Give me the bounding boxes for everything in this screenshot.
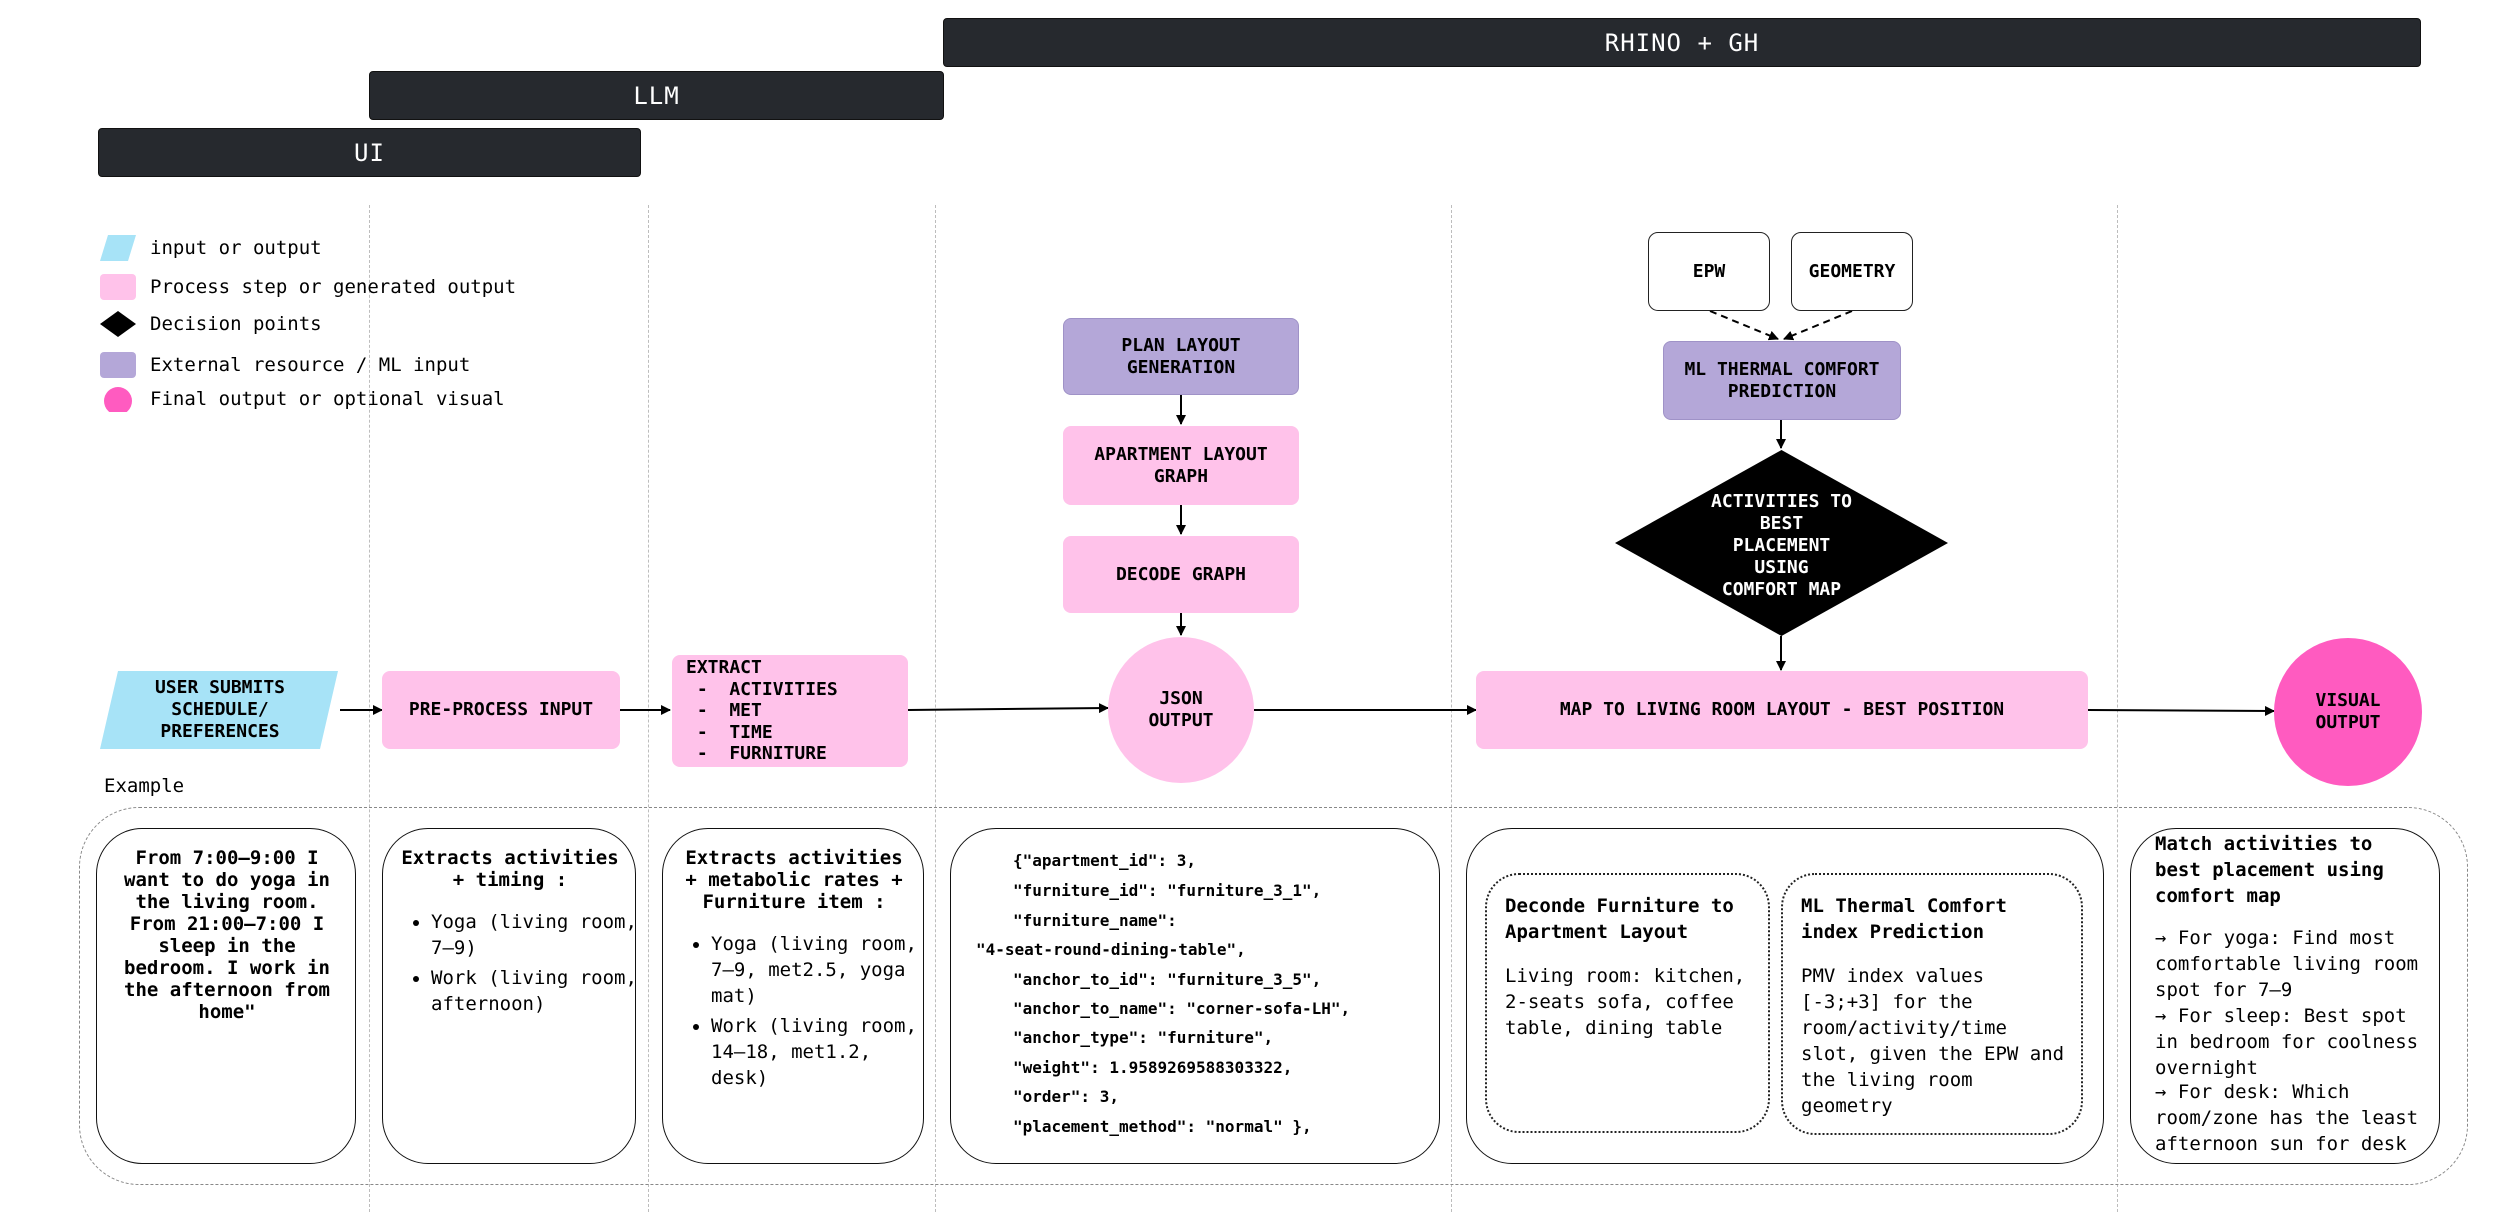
- visual-output-node: VISUAL OUTPUT: [2274, 638, 2422, 786]
- rounded-rect-icon: [100, 274, 136, 300]
- json-line: "furniture_name":: [1013, 911, 1177, 930]
- json-line: "anchor_type": "furniture",: [1013, 1028, 1274, 1047]
- example-ml-body: PMV index values [-3;+3] for the room/ac…: [1801, 965, 2065, 1117]
- user-submits-node: USER SUBMITS SCHEDULE/ PREFERENCES: [100, 671, 340, 749]
- plan-layout-node: PLAN LAYOUT GENERATION: [1063, 318, 1299, 395]
- legend-label: input or output: [150, 237, 322, 259]
- legend-label: External resource / ML input: [150, 354, 471, 376]
- example-extract-list: Yoga (living room, 7–9, met2.5, yoga mat…: [663, 931, 937, 1095]
- list-item: Work (living room, 14–18, met1.2, desk): [711, 1013, 937, 1091]
- ml-thermal-node: ML THERMAL COMFORT PREDICTION: [1663, 341, 1901, 420]
- example-input-text: From 7:00–9:00 I want to do yoga in the …: [124, 847, 330, 1023]
- geometry-node: GEOMETRY: [1791, 232, 1913, 311]
- rounded-rect-icon: [100, 352, 136, 378]
- example-preprocess-title: Extracts activities + timing :: [401, 847, 619, 891]
- extract-node: EXTRACT - ACTIVITIES - MET - TIME - FURN…: [672, 655, 908, 767]
- legend-item-input-output: input or output: [100, 235, 322, 261]
- decision-node: ACTIVITIES TO BEST PLACEMENT USING COMFO…: [1615, 450, 1948, 636]
- example-placement-line: → For yoga: Find most comfortable living…: [2155, 927, 2419, 1001]
- lane-divider: [648, 205, 649, 1212]
- legend-item-final: Final output or optional visual: [100, 386, 505, 412]
- example-ml-prediction: ML Thermal Comfort index Prediction PMV …: [1781, 873, 2083, 1135]
- example-card-mapping: Deconde Furniture to Apartment Layout Li…: [1466, 828, 2104, 1164]
- decode-graph-node: DECODE GRAPH: [1063, 536, 1299, 613]
- user-submits-label: USER SUBMITS SCHEDULE/ PREFERENCES: [154, 677, 286, 742]
- parallelogram-shape: [100, 671, 338, 749]
- parallelogram-icon: [100, 235, 136, 261]
- example-card-extract: Extracts activities + metabolic rates + …: [662, 828, 924, 1164]
- example-card-preprocess: Extracts activities + timing : Yoga (liv…: [382, 828, 637, 1164]
- example-label: Example: [104, 775, 185, 797]
- example-placement-title: Match activities to best placement using…: [2155, 833, 2384, 907]
- lane-divider: [369, 205, 370, 1212]
- legend-label: Decision points: [150, 313, 322, 335]
- json-line: {"apartment_id": 3,: [1013, 851, 1197, 870]
- example-preprocess-list: Yoga (living room, 7–9) Work (living roo…: [383, 909, 649, 1021]
- legend-label: Final output or optional visual: [150, 388, 505, 410]
- lane-divider: [1451, 205, 1452, 1212]
- list-item: Yoga (living room, 7–9, met2.5, yoga mat…: [711, 931, 937, 1009]
- json-output-node: JSON OUTPUT: [1108, 637, 1254, 783]
- json-line: "placement_method": "normal" },: [1013, 1117, 1312, 1136]
- example-ml-title: ML Thermal Comfort index Prediction: [1801, 895, 2007, 943]
- rhino-gh-bar: RHINO + GH: [943, 18, 2421, 67]
- map-living-node: MAP TO LIVING ROOM LAYOUT - BEST POSITIO…: [1476, 671, 2088, 749]
- example-card-json: {"apartment_id": 3, "furniture_id": "fur…: [950, 828, 1440, 1164]
- list-item: Work (living room, afternoon): [431, 965, 649, 1017]
- preprocess-node: PRE-PROCESS INPUT: [382, 671, 620, 749]
- legend-label: Process step or generated output: [150, 276, 517, 298]
- json-line: "4-seat-round-dining-table",: [976, 940, 1246, 959]
- diamond-shape: [1615, 450, 1948, 636]
- json-line: "order": 3,: [1013, 1087, 1119, 1106]
- json-line: "anchor_to_id": "furniture_3_5",: [1013, 970, 1322, 989]
- diamond-icon: [100, 311, 136, 337]
- example-decode-title: Deconde Furniture to Apartment Layout: [1505, 895, 1734, 943]
- ui-bar: UI: [98, 128, 641, 177]
- circle-icon: [104, 387, 132, 412]
- list-item: Yoga (living room, 7–9): [431, 909, 649, 961]
- example-card-input: From 7:00–9:00 I want to do yoga in the …: [96, 828, 356, 1164]
- decision-label: ACTIVITIES TO BEST PLACEMENT USING COMFO…: [1711, 491, 1852, 600]
- json-line: "anchor_to_name": "corner-sofa-LH",: [1013, 999, 1351, 1018]
- epw-node: EPW: [1648, 232, 1770, 311]
- example-decode-furniture: Deconde Furniture to Apartment Layout Li…: [1485, 873, 1770, 1133]
- json-line: "weight": 1.9589269588303322,: [1013, 1058, 1293, 1077]
- example-container: [79, 807, 2468, 1185]
- example-placement-line: → For desk: Which room/zone has the leas…: [2155, 1081, 2419, 1155]
- example-card-placement: Match activities to best placement using…: [2130, 828, 2440, 1164]
- legend-item-external: External resource / ML input: [100, 352, 470, 378]
- json-line: "furniture_id": "furniture_3_1",: [1013, 881, 1322, 900]
- llm-bar: LLM: [369, 71, 944, 120]
- example-placement-line: → For sleep: Best spot in bedroom for co…: [2155, 1005, 2419, 1079]
- legend-item-process: Process step or generated output: [100, 274, 516, 300]
- example-decode-body: Living room: kitchen, 2-seats sofa, coff…: [1505, 965, 1746, 1039]
- lane-divider: [2117, 205, 2118, 1212]
- extract-label: EXTRACT - ACTIVITIES - MET - TIME - FURN…: [686, 657, 838, 764]
- example-extract-title: Extracts activities + metabolic rates + …: [685, 847, 903, 913]
- lane-divider: [935, 205, 936, 1212]
- apartment-graph-node: APARTMENT LAYOUT GRAPH: [1063, 426, 1299, 505]
- legend-item-decision: Decision points: [100, 311, 322, 337]
